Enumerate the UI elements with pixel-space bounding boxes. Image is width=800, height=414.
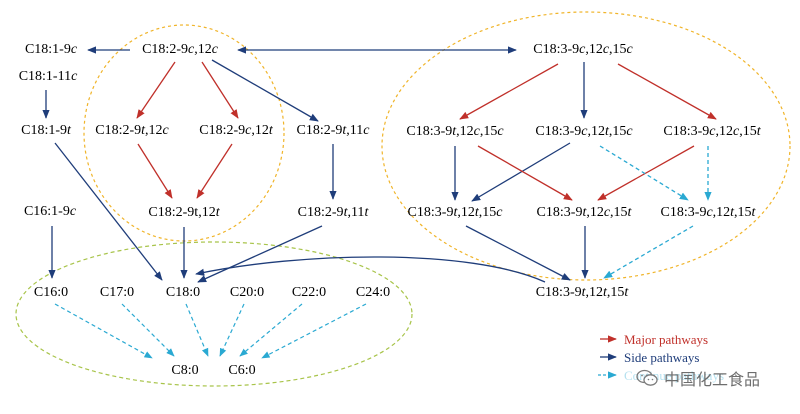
arrow-c18-3-9t12c15c-to-c18-3-9t12c15t	[477, 145, 573, 201]
node-c8-0: C8:0	[171, 363, 199, 378]
node-c18-3-9t12t15t: C18:3-9t,12t,15t	[535, 285, 629, 300]
arrow-c18-3-to-c18-3-9t12c15c	[459, 63, 559, 120]
arrow-c18-3-9c12t15t-to-c18-3-9t12t15t	[603, 225, 694, 279]
arrow-c17-0-to-c8-0	[121, 303, 175, 357]
wechat-icon	[636, 369, 658, 386]
arrow-c18-2-to-c18-2-9c12t	[201, 61, 239, 119]
arrow-c18-2-to-c18-2-9t12c	[136, 61, 176, 119]
arrow-c18-2-9t12c-to-c18-2-9t12t	[137, 143, 173, 199]
node-c6-0: C6:0	[228, 363, 256, 378]
node-c16-0: C16:0	[33, 285, 69, 300]
arrow-c18-3-9c12t15c-to-c18-3-9c12t15t	[599, 145, 689, 201]
node-c17-0: C17:0	[99, 285, 135, 300]
arrow-c18-3-9t12t15t-to-c18-0	[195, 256, 546, 283]
arrow-c18-1-9t-to-c18-0	[54, 142, 163, 281]
node-c24-0: C24:0	[355, 285, 391, 300]
arrow-c16-0-to-c8-0	[54, 303, 153, 359]
node-c18-3-9c12t15c: C18:3-9c,12t,15c	[535, 124, 633, 139]
arrow-c18-3-to-c18-3-9c12c15t	[617, 63, 717, 120]
node-c20-0: C20:0	[229, 285, 265, 300]
node-c18-3-9t12c15t: C18:3-9t,12c,15t	[536, 205, 632, 220]
node-c18-3-9c12t15t: C18:3-9c,12t,15t	[660, 205, 756, 220]
node-c18-2-9t12c: C18:2-9t,12c	[95, 123, 169, 138]
legend-side-label: Side pathways	[624, 350, 700, 365]
node-c18-2-9t11t: C18:2-9t,11t	[297, 205, 369, 220]
node-c18-2-9c12c: C18:2-9c,12c	[142, 42, 218, 57]
node-c18-2-9t12t: C18:2-9t,12t	[148, 205, 220, 220]
watermark-text: 中国化工食品	[664, 370, 761, 389]
node-c16-1-9c: C16:1-9c	[23, 204, 77, 219]
arrow-c18-3-9c12c15t-to-c18-3-9t12c15t	[597, 145, 695, 201]
group-ellipse-saturated	[15, 241, 413, 387]
node-c18-3-9t12t15c: C18:3-9t,12t,15c	[407, 205, 503, 220]
arrow-c20-0-to-c6-0	[219, 303, 245, 357]
arrow-c18-2-to-c18-2-9t11c	[211, 59, 319, 122]
node-c18-0: C18:0	[165, 285, 201, 300]
node-c18-1-11c: C18:1-11c	[18, 69, 78, 84]
group-ellipse-c18-3	[381, 11, 791, 281]
arrow-c24-0-to-c6-0	[261, 303, 367, 359]
node-c18-3-9c12c15c: C18:3-9c,12c,15c	[533, 42, 633, 57]
node-c18-2-9t11c: C18:2-9t,11c	[296, 123, 370, 138]
arrow-c18-2-9t11t-to-c18-0	[197, 225, 323, 283]
watermark: 中国化工食品	[636, 366, 760, 390]
arrow-c22-0-to-c6-0	[239, 303, 303, 357]
legend-major-label: Major pathways	[624, 332, 709, 347]
node-c22-0: C22:0	[291, 285, 327, 300]
arrow-c18-3-9c12t15c-to-c18-3-9t12t15c	[471, 142, 571, 202]
node-c18-3-9c12c15t: C18:3-9c,12c,15t	[663, 124, 761, 139]
node-c18-1-9t: C18:1-9t	[21, 123, 71, 138]
arrow-c18-0-to-c8-0	[185, 303, 209, 357]
arrow-c18-3-9t12t15c-to-c18-3-9t12t15t	[465, 225, 571, 281]
node-c18-1-9c: C18:1-9c	[24, 42, 78, 57]
node-c18-2-9c12t: C18:2-9c,12t	[199, 123, 273, 138]
node-c18-3-9t12c15c: C18:3-9t,12c,15c	[406, 124, 504, 139]
arrow-c18-2-9c12t-to-c18-2-9t12t	[196, 143, 233, 199]
